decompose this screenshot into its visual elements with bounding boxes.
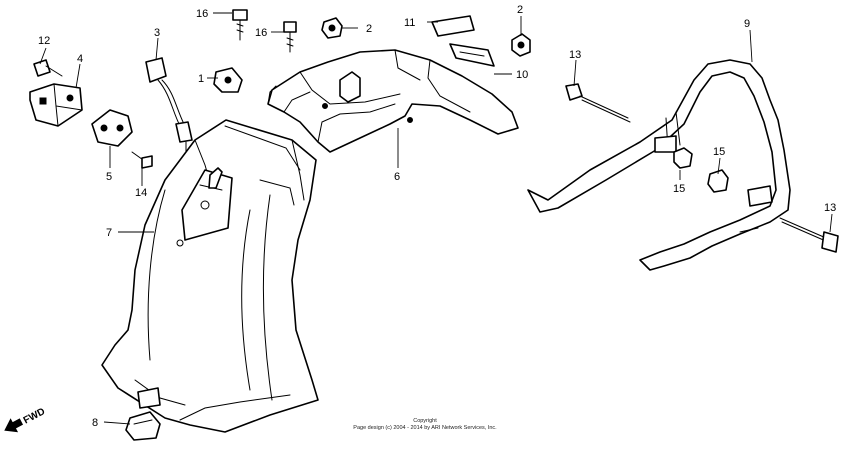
callout-14: 14 bbox=[135, 187, 147, 199]
callout-7: 7 bbox=[106, 227, 112, 239]
fwd-arrow: FWD bbox=[4, 406, 47, 433]
part-bolt-13b[interactable] bbox=[779, 217, 839, 253]
part-nut-15a[interactable] bbox=[673, 147, 693, 169]
part-inner-fender[interactable] bbox=[101, 119, 319, 433]
part-emblem-11[interactable] bbox=[431, 15, 475, 37]
fwd-label: FWD bbox=[22, 406, 47, 426]
part-nut-2a[interactable] bbox=[321, 17, 343, 39]
part-bolt-13a[interactable] bbox=[565, 83, 631, 123]
leader-lines bbox=[39, 12, 833, 425]
copyright-line-2: Page design (c) 2004 - 2014 by ARI Netwo… bbox=[353, 425, 497, 431]
callout-5: 5 bbox=[106, 171, 112, 183]
callout-11: 11 bbox=[404, 17, 415, 29]
part-plate-5[interactable] bbox=[91, 109, 133, 147]
callout-2a: 2 bbox=[366, 23, 372, 35]
callout-12: 12 bbox=[38, 35, 50, 47]
callout-9: 9 bbox=[744, 18, 750, 30]
callout-16b: 16 bbox=[255, 27, 267, 39]
callout-15a: 15 bbox=[713, 146, 725, 158]
part-emblem-10[interactable] bbox=[449, 43, 495, 67]
part-bracket-4[interactable] bbox=[29, 83, 83, 127]
part-nut-15b[interactable] bbox=[707, 169, 729, 193]
callout-13a: 13 bbox=[569, 49, 581, 61]
fwd-arrow-icon bbox=[4, 418, 24, 433]
callout-4: 4 bbox=[77, 53, 83, 65]
callout-1: 1 bbox=[198, 73, 204, 85]
part-bolt-16a[interactable] bbox=[232, 9, 248, 41]
part-rear-fender[interactable] bbox=[267, 49, 519, 153]
part-bolt-16b[interactable] bbox=[283, 21, 297, 53]
copyright-line-1: Copyright bbox=[413, 418, 437, 424]
callout-15b: 15 bbox=[673, 183, 685, 195]
part-wire-3[interactable] bbox=[145, 57, 193, 153]
part-grab-rail[interactable] bbox=[527, 59, 791, 271]
callout-8: 8 bbox=[92, 417, 98, 429]
part-screw-14[interactable] bbox=[131, 151, 153, 169]
part-clip-1[interactable] bbox=[213, 67, 243, 93]
part-nut-2b[interactable] bbox=[511, 33, 531, 57]
part-bolt-12[interactable] bbox=[33, 59, 63, 77]
callout-16a: 16 bbox=[196, 8, 208, 20]
callout-13b: 13 bbox=[824, 202, 836, 214]
part-clip-8[interactable] bbox=[125, 411, 161, 441]
callout-2b: 2 bbox=[517, 4, 523, 16]
callout-3: 3 bbox=[154, 27, 160, 39]
callout-10: 10 bbox=[516, 69, 528, 81]
callout-6: 6 bbox=[394, 171, 400, 183]
